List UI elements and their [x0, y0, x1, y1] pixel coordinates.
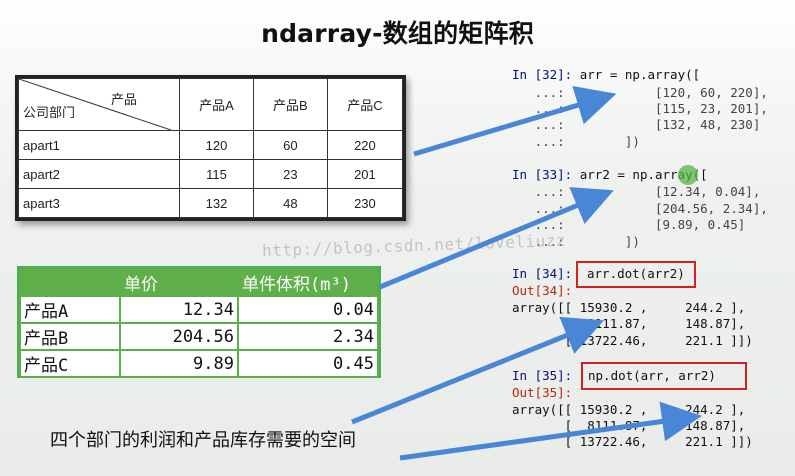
- code-continuation: ...: [120, 60, 220],: [512, 85, 768, 100]
- table-cell: 23: [252, 159, 328, 189]
- department-product-table: 产品 公司部门 产品A 产品B 产品C apart1 120 60 220 ap…: [15, 75, 406, 221]
- table-row: 产品A 12.34 0.04: [19, 295, 379, 324]
- code-continuation: ...: ]): [512, 234, 640, 249]
- diagonal-header-cell: 产品 公司部门: [18, 78, 180, 131]
- column-header: 产品C: [326, 78, 404, 131]
- code-line: arr = np.array([: [572, 67, 701, 82]
- input-prompt: In [33]:: [512, 167, 573, 182]
- caption: 四个部门的利润和产品库存需要的空间: [50, 430, 356, 451]
- product-price-volume-table: 单价 单件体积(m³) 产品A 12.34 0.04 产品B 204.56 2.…: [17, 266, 381, 378]
- table-cell: 115: [179, 159, 254, 189]
- arrow: [351, 316, 604, 425]
- output-line: [ 13722.46, 221.1 ]]): [512, 434, 753, 449]
- table-row: apart3 132 48 230: [18, 188, 404, 218]
- row-label: 产品B: [19, 322, 121, 351]
- code-continuation: ...: ]): [512, 134, 640, 149]
- code-continuation: ...: [132, 48, 230]: [512, 117, 761, 132]
- code-cell-35: In [35]:: [512, 368, 572, 383]
- table-cell: 48: [252, 188, 328, 218]
- output-prompt: Out[34]:: [512, 283, 573, 298]
- table-cell: 9.89: [119, 349, 239, 378]
- table-cell: 12.34: [119, 295, 239, 324]
- output-line: array([[ 15930.2 , 244.2 ],: [512, 402, 746, 417]
- input-prompt: In [35]:: [512, 368, 573, 383]
- table-cell: 2.34: [237, 322, 379, 351]
- column-header: 单件体积(m³): [237, 268, 379, 297]
- row-label: 产品C: [19, 349, 121, 378]
- corner-header-cell: [19, 268, 121, 297]
- output-line: array([[ 15930.2 , 244.2 ],: [512, 300, 746, 315]
- input-prompt: In [34]:: [512, 266, 573, 281]
- table-cell: 204.56: [119, 322, 239, 351]
- table-cell: 132: [179, 188, 254, 218]
- code-line: arr.dot(arr2): [587, 266, 685, 281]
- highlight-box: [576, 261, 696, 288]
- table-row: 产品B 204.56 2.34: [19, 322, 379, 351]
- highlight-box: [581, 362, 747, 390]
- code-continuation: ...: [12.34, 0.04],: [512, 184, 761, 199]
- column-header: 产品B: [252, 78, 328, 131]
- output-prompt: Out[35]:: [512, 385, 573, 400]
- table-cell: 220: [326, 130, 404, 160]
- table-cell: 120: [179, 130, 254, 160]
- code-continuation: ...: [204.56, 2.34],: [512, 201, 768, 216]
- code-cell-32: In [32]: arr = np.array([: [512, 67, 700, 82]
- page-title: ndarray-数组的矩阵积: [261, 19, 534, 48]
- arrow: [413, 85, 617, 157]
- arrow: [379, 187, 614, 290]
- table-row: 产品C 9.89 0.45: [19, 349, 379, 378]
- input-prompt: In [32]:: [512, 67, 573, 82]
- table-cell: 0.04: [237, 295, 379, 324]
- column-header: 产品A: [179, 78, 254, 131]
- header-department-label: 公司部门: [23, 105, 76, 120]
- column-header: 单价: [119, 268, 239, 297]
- table-row: apart2 115 23 201: [18, 159, 404, 189]
- row-label: apart3: [18, 188, 180, 218]
- code-cell-34: In [34]:: [512, 266, 572, 281]
- code-line: np.dot(arr, arr2): [588, 368, 716, 383]
- arrow: [399, 401, 702, 461]
- table-cell: 230: [326, 188, 404, 218]
- code-continuation: ...: [115, 23, 201],: [512, 101, 768, 116]
- table-cell: 201: [326, 159, 404, 189]
- cursor-highlight: [678, 165, 698, 185]
- row-label: 产品A: [19, 295, 121, 324]
- header-product-label: 产品: [110, 92, 137, 107]
- table-cell: 0.45: [237, 349, 379, 378]
- diagonal-line: [19, 79, 171, 130]
